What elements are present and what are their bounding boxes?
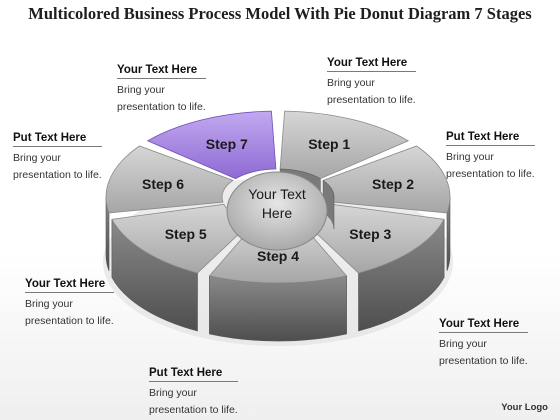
step-label-6: Step 6 (142, 176, 184, 192)
step-label-3: Step 3 (349, 226, 391, 242)
callout-text: Bring your presentation to life. (117, 84, 206, 113)
callout-heading: Your Text Here (439, 318, 528, 333)
callout-top-right: Your Text Here Bring your presentation t… (327, 57, 416, 109)
step-label-5: Step 5 (165, 226, 207, 242)
segment-top-7 (146, 110, 277, 180)
callout-bottom-left: Put Text Here Bring your presentation to… (149, 367, 238, 419)
callout-text: Bring your presentation to life. (327, 77, 416, 106)
center-hub (226, 171, 328, 251)
callout-text: Bring your presentation to life. (439, 338, 528, 367)
step-label-7: Step 7 (206, 136, 248, 152)
center-label-line2: Here (262, 205, 293, 221)
callout-text: Bring your presentation to life. (446, 151, 535, 180)
callout-heading: Put Text Here (149, 367, 238, 382)
callout-right-upper: Put Text Here Bring your presentation to… (446, 131, 535, 183)
callout-heading: Your Text Here (327, 57, 416, 72)
callout-heading: Your Text Here (25, 278, 114, 293)
callout-top-left: Your Text Here Bring your presentation t… (117, 64, 206, 116)
callout-text: Bring your presentation to life. (13, 152, 102, 181)
callout-left-upper: Put Text Here Bring your presentation to… (13, 132, 102, 184)
callout-text: Bring your presentation to life. (149, 387, 238, 416)
callout-heading: Put Text Here (13, 132, 102, 147)
page-title: Multicolored Business Process Model With… (28, 4, 532, 23)
step-label-1: Step 1 (308, 136, 350, 152)
callout-right-lower: Your Text Here Bring your presentation t… (439, 318, 528, 370)
callout-text: Bring your presentation to life. (25, 298, 114, 327)
callout-heading: Your Text Here (117, 64, 206, 79)
step-label-2: Step 2 (372, 176, 414, 192)
segment-top-6 (105, 145, 234, 214)
center-label-line1: Your Text (248, 186, 306, 202)
logo-placeholder: Your Logo (501, 402, 548, 413)
callout-heading: Put Text Here (446, 131, 535, 146)
step-label-4: Step 4 (257, 248, 299, 264)
callout-left-lower: Your Text Here Bring your presentation t… (25, 278, 114, 330)
segment-side-4 (209, 275, 347, 342)
